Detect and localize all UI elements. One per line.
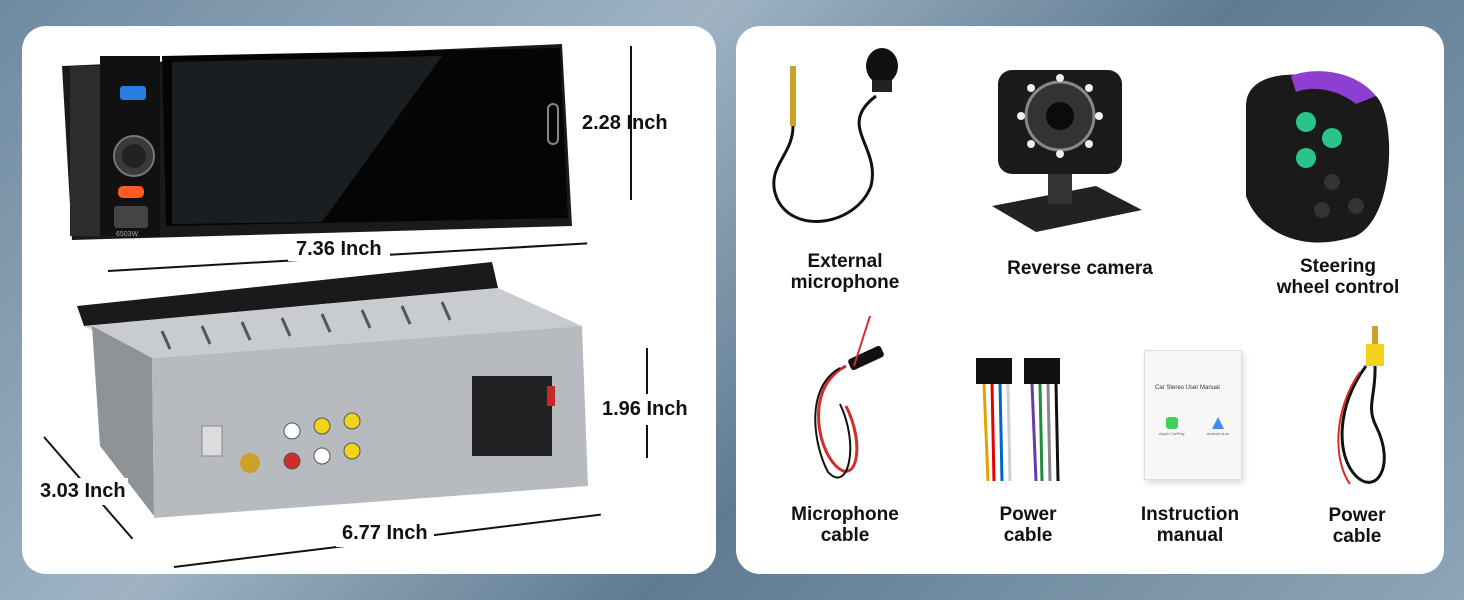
stereo-chassis-image — [77, 262, 588, 518]
model-text: 6503W — [116, 231, 139, 238]
carplay-icon — [1165, 417, 1178, 429]
microphone-cable-image — [814, 315, 884, 479]
steering-wheel-control-image — [1246, 71, 1390, 243]
instruction-manual-image: Car Stereo User Manual Apple CarPlay and… — [1144, 350, 1242, 480]
back-height-label: 1.96 Inch — [598, 394, 692, 425]
stereo-front-image: 6503W — [62, 44, 572, 240]
dimensions-panel: 6503W 2.28 Inch 7.36 Inch 1.96 Inch 3.03… — [22, 26, 716, 574]
external-microphone-image — [772, 48, 898, 223]
power-cable-rca-image — [1337, 326, 1386, 485]
front-width-label: 7.36 Inch — [288, 238, 390, 261]
android-auto-icon — [1211, 417, 1224, 429]
back-width-label: 6.77 Inch — [336, 520, 434, 547]
accessory-label-2: Reverse camera — [1007, 258, 1153, 279]
reverse-camera-image — [992, 70, 1142, 232]
manual-title-text: Car Stereo User Manual — [1155, 385, 1220, 391]
power-cable-harness-image — [976, 358, 1060, 482]
front-height-label: 2.28 Inch — [582, 112, 668, 134]
depth-label: 3.03 Inch — [38, 478, 128, 505]
